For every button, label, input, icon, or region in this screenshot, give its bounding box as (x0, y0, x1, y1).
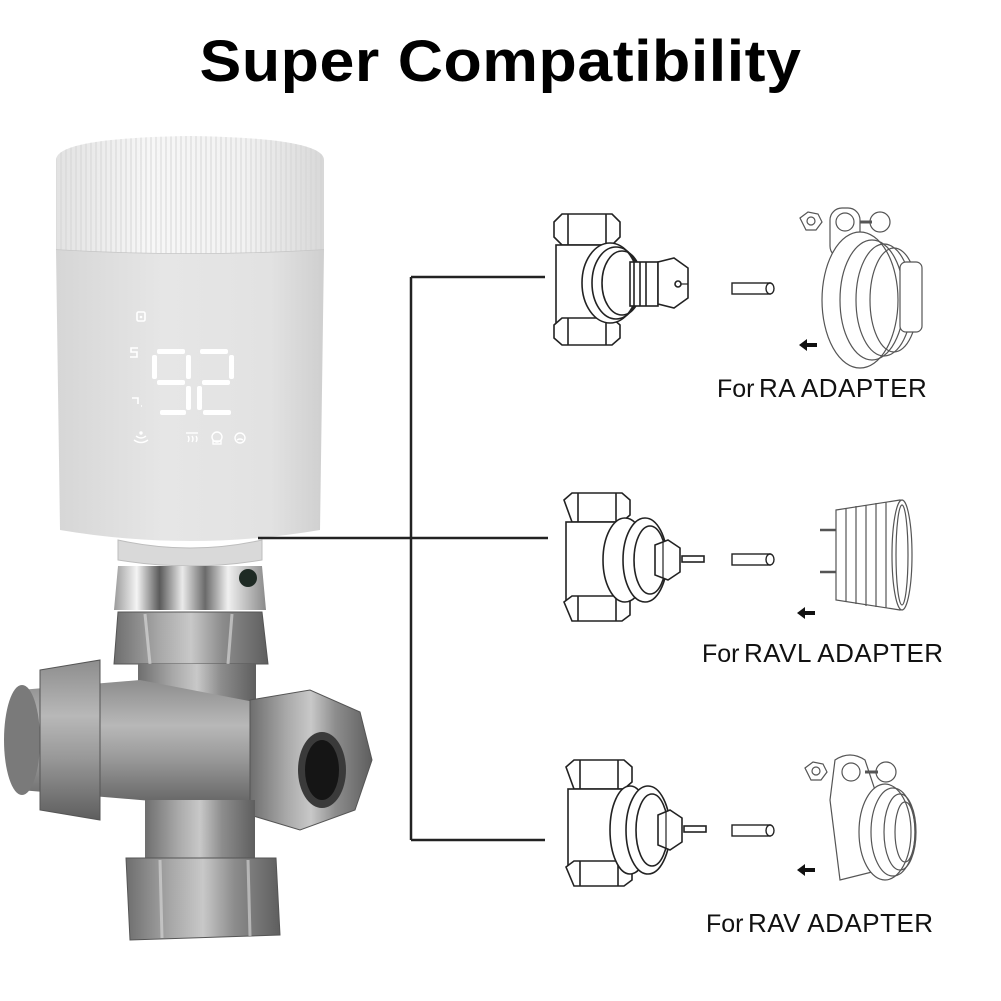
label-name: RA ADAPTER (758, 373, 928, 403)
valve-diagram-ra (553, 213, 689, 346)
pin-rav (731, 824, 775, 837)
label-prefix: For (702, 640, 740, 668)
label-name: RAV ADAPTER (747, 908, 934, 938)
radiator-valve (4, 566, 373, 941)
adapter-label-ravl: For RAVL ADAPTER (702, 638, 944, 669)
adapter-ravl (820, 499, 913, 611)
pin-ravl (731, 553, 775, 566)
valve-diagram-rav (565, 759, 707, 887)
adapter-label-ra: For RA ADAPTER (717, 373, 927, 404)
insert-arrow-icon-rav (797, 864, 815, 876)
lock-icon (136, 311, 146, 322)
insert-arrow-icon-ra (799, 339, 817, 351)
connector-lines (258, 275, 548, 842)
connection-point-dot (239, 569, 257, 587)
adapter-label-rav: For RAV ADAPTER (706, 908, 934, 939)
insert-arrow-icon-ravl (797, 607, 815, 619)
thermostat-display (130, 311, 246, 445)
adapter-rav (804, 754, 917, 881)
window-open-icon (211, 431, 223, 445)
thermostat-body (55, 136, 325, 567)
heating-icon (186, 432, 198, 443)
wifi-signal-icon (133, 431, 149, 444)
pin-ra (731, 282, 775, 295)
label-prefix: For (706, 910, 744, 938)
adapter-ra (799, 207, 923, 369)
temperature-unit-icon (132, 397, 142, 407)
valve-diagram-ravl (563, 492, 705, 622)
page-title: Super Compatibility (199, 29, 802, 94)
label-prefix: For (717, 375, 755, 403)
eco-face-icon (234, 432, 246, 444)
s-mode-icon (130, 347, 138, 358)
label-name: RAVL ADAPTER (743, 638, 944, 668)
